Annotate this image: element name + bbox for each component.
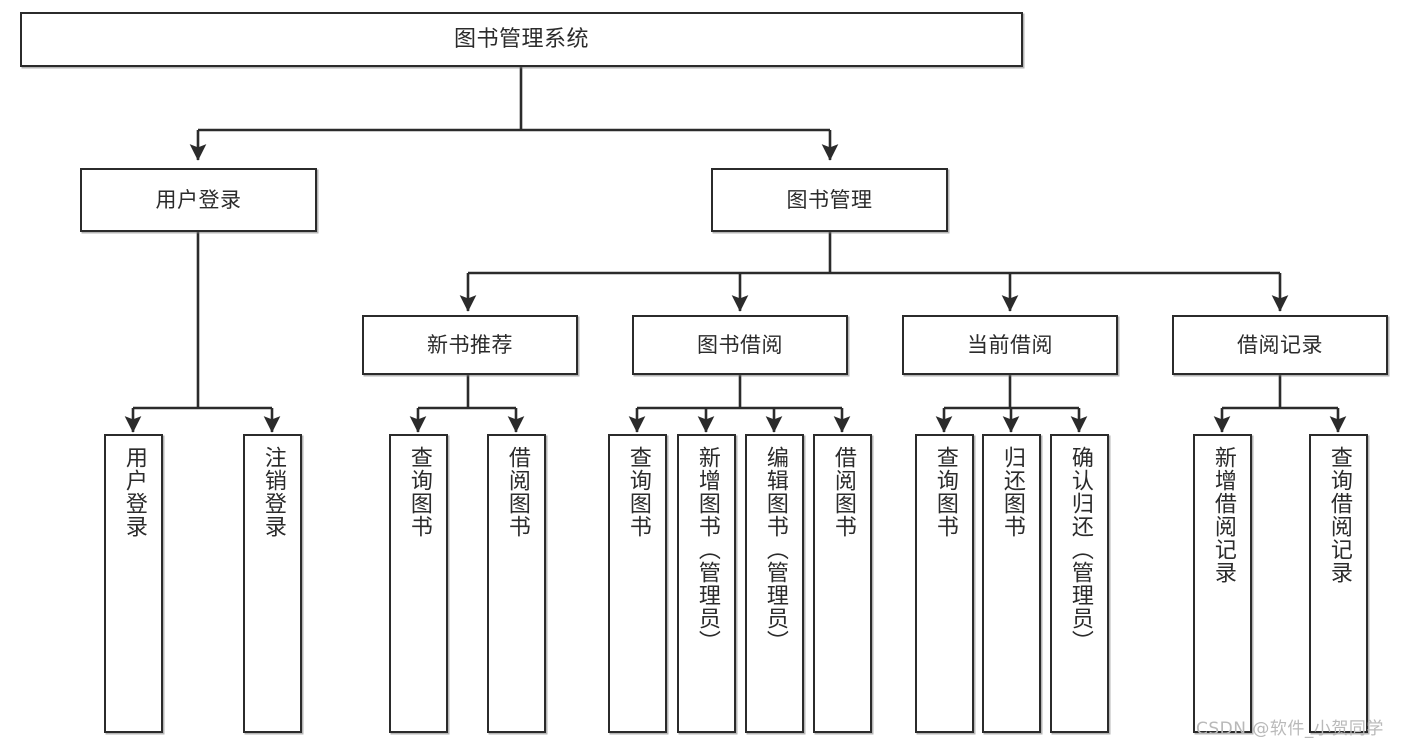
leaf-user-login-login[interactable]: 用户登录 — [104, 434, 163, 733]
node-current-borrow[interactable]: 当前借阅 — [902, 315, 1118, 375]
node-label: 新书推荐 — [427, 332, 513, 357]
node-label: 用户登录 — [121, 446, 147, 538]
node-book-borrow[interactable]: 图书借阅 — [632, 315, 848, 375]
node-label: 注销登录 — [260, 446, 286, 538]
node-label: 图书借阅 — [697, 332, 783, 357]
leaf-recommend-query-book[interactable]: 查询图书 — [389, 434, 448, 733]
leaf-borrow-edit-book-admin[interactable]: 编辑图书（管理员） — [745, 434, 804, 733]
node-label: 新增图书（管理员） — [694, 446, 720, 653]
node-label: 借阅图书 — [830, 446, 856, 538]
watermark-text: CSDN @软件_小贺同学 — [1196, 719, 1384, 739]
node-label: 查询图书 — [625, 446, 651, 538]
node-new-book-recommend[interactable]: 新书推荐 — [362, 315, 578, 375]
leaf-record-add-record[interactable]: 新增借阅记录 — [1193, 434, 1252, 733]
node-book-management[interactable]: 图书管理 — [711, 168, 948, 232]
node-label: 归还图书 — [999, 446, 1025, 538]
node-label: 查询借阅记录 — [1326, 446, 1352, 584]
node-root-system[interactable]: 图书管理系统 — [20, 12, 1023, 67]
leaf-borrow-query-book[interactable]: 查询图书 — [608, 434, 667, 733]
node-label: 查询图书 — [406, 446, 432, 538]
leaf-current-return-book[interactable]: 归还图书 — [982, 434, 1041, 733]
node-user-login[interactable]: 用户登录 — [80, 168, 317, 232]
node-label: 借阅记录 — [1237, 332, 1323, 357]
node-label: 借阅图书 — [504, 446, 530, 538]
leaf-borrow-add-book-admin[interactable]: 新增图书（管理员） — [677, 434, 736, 733]
leaf-recommend-borrow-book[interactable]: 借阅图书 — [487, 434, 546, 733]
node-label: 当前借阅 — [967, 332, 1053, 357]
leaf-borrow-borrow-book[interactable]: 借阅图书 — [813, 434, 872, 733]
node-borrow-record[interactable]: 借阅记录 — [1172, 315, 1388, 375]
leaf-user-login-logout[interactable]: 注销登录 — [243, 434, 302, 733]
node-label: 用户登录 — [155, 187, 242, 212]
node-label: 查询图书 — [932, 446, 958, 538]
node-label: 图书管理系统 — [453, 26, 589, 52]
leaf-current-query-book[interactable]: 查询图书 — [915, 434, 974, 733]
node-label: 编辑图书（管理员） — [762, 446, 788, 653]
node-label: 确认归还（管理员） — [1067, 446, 1093, 653]
leaf-record-query-record[interactable]: 查询借阅记录 — [1309, 434, 1368, 733]
node-label: 新增借阅记录 — [1210, 446, 1236, 584]
leaf-current-confirm-return-admin[interactable]: 确认归还（管理员） — [1050, 434, 1109, 733]
node-label: 图书管理 — [786, 187, 873, 212]
